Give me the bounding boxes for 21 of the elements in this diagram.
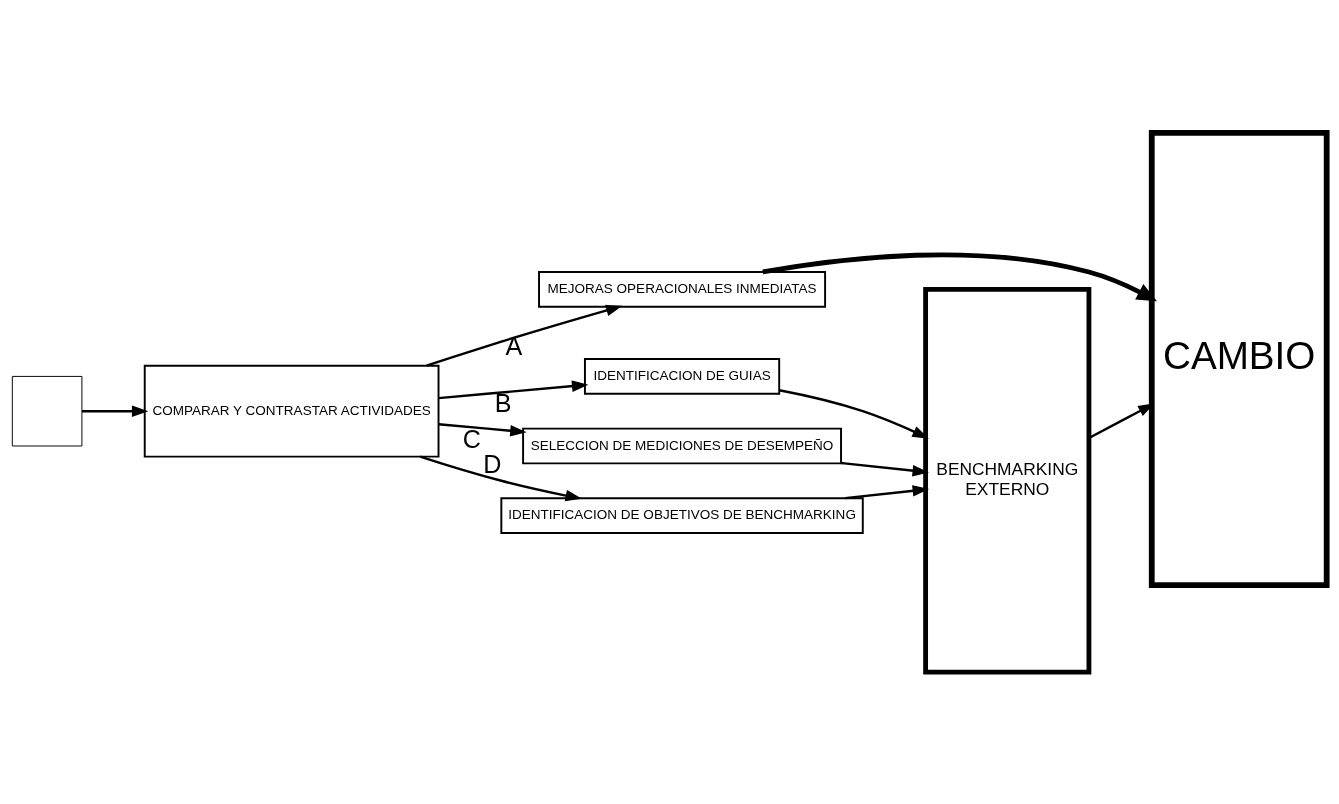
node-box: SELECCION DE MEDICIONES DE DESEMPEÑO xyxy=(522,427,842,464)
arrow xyxy=(841,461,929,476)
node-box: CAMBIO xyxy=(1148,129,1330,588)
arrow xyxy=(426,304,623,367)
node-box: IDENTIFICACION DE OBJETIVOS DE BENCHMARKING xyxy=(500,496,864,534)
node-box: COMPARAR Y CONTRASTAR ACTIVIDADES xyxy=(143,364,440,458)
arrow xyxy=(762,251,1157,301)
arrow xyxy=(845,484,930,499)
edge-label: C xyxy=(462,424,481,453)
edge-label: B xyxy=(494,388,512,417)
node-box: IDENTIFICACION DE GUIAS xyxy=(583,357,781,395)
node-box: MEJORAS OPERACIONALES INMEDIATAS xyxy=(538,270,827,308)
arrow xyxy=(419,455,582,501)
arrow xyxy=(438,422,527,436)
arrow xyxy=(82,404,149,417)
arrow xyxy=(1088,402,1155,439)
node-box xyxy=(11,375,83,446)
arrow xyxy=(438,379,589,399)
node-box: BENCHMARKING EXTERNO xyxy=(923,286,1092,675)
edge-label: D xyxy=(483,449,502,478)
arrow xyxy=(779,388,929,439)
